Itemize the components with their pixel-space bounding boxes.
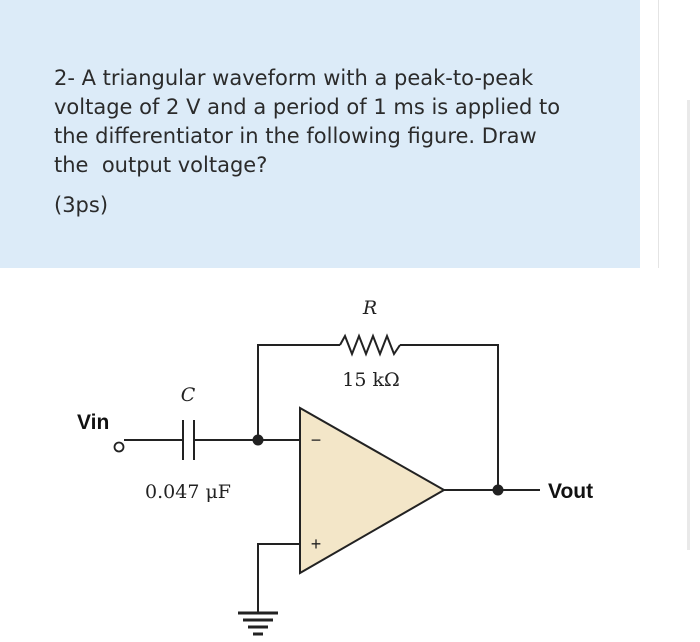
panel-divider	[658, 0, 659, 268]
junction-node-output	[492, 484, 504, 496]
opamp-body	[299, 406, 447, 575]
input-terminal	[113, 441, 125, 453]
noninverting-input-sign: +	[311, 534, 322, 554]
ground-wire	[257, 543, 300, 613]
output-label: Vout	[548, 480, 593, 503]
points-label: (3ps)	[54, 193, 109, 217]
resistor-value-label: 15 kΩ	[342, 369, 399, 391]
differentiator-figure: − + R 15 kΩ C 0.047 μF Vin Vout	[0, 268, 700, 638]
input-label: Vin	[77, 411, 109, 434]
feedback-wire-right	[400, 344, 499, 490]
capacitor-value-label: 0.047 μF	[145, 481, 231, 503]
circuit-diagram: − + R 15 kΩ C 0.047 μF Vin Vout	[77, 297, 593, 636]
question-text: 2- A triangular waveform with a peak-to-…	[54, 66, 561, 177]
inverting-input-sign: −	[311, 430, 322, 450]
resistor-name-label: R	[362, 297, 377, 319]
question-panel: 2- A triangular waveform with a peak-to-…	[0, 0, 640, 268]
capacitor-name-label: C	[181, 384, 196, 406]
resistor-symbol	[339, 333, 401, 357]
scrollbar-track	[687, 100, 690, 550]
junction-node-input	[252, 434, 264, 446]
feedback-wire-left	[257, 344, 340, 438]
